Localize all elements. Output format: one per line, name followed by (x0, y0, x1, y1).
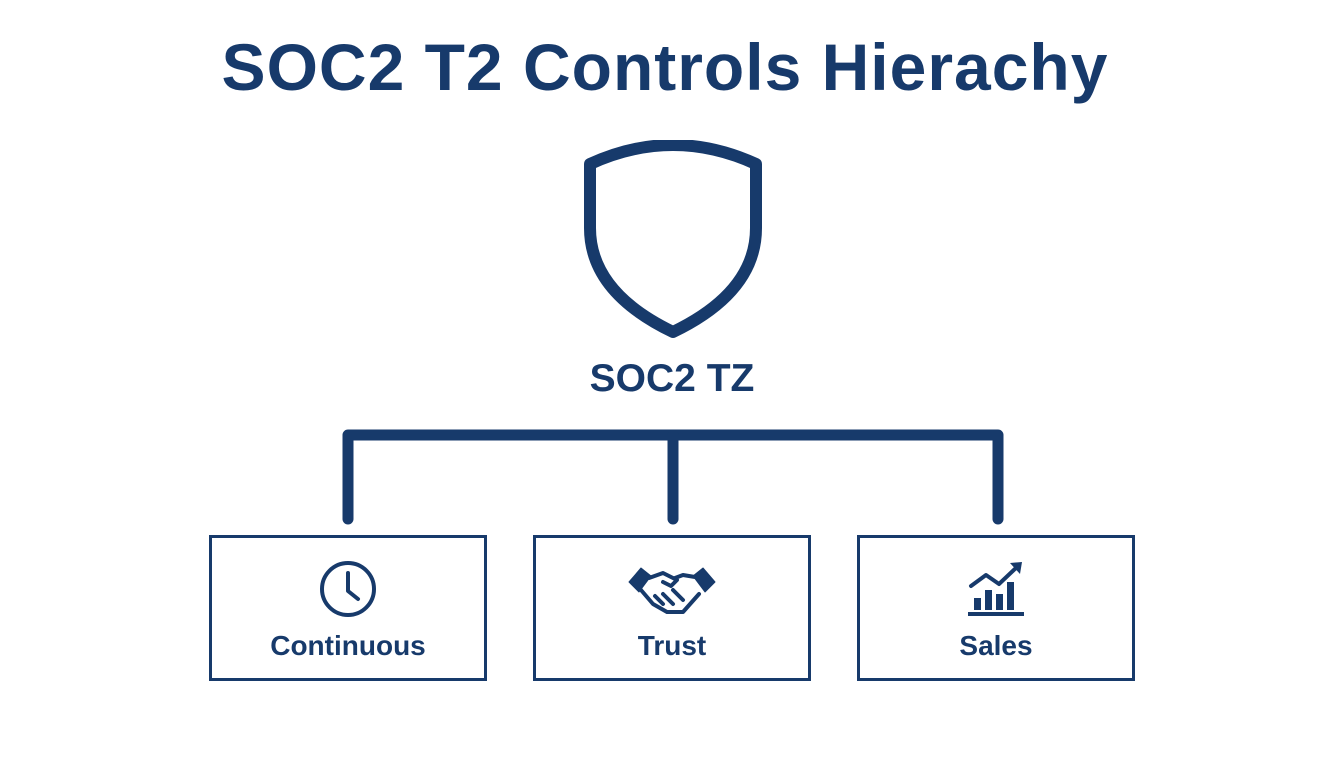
root-node-label: SOC2 TZ (589, 357, 755, 400)
child-node-label: Continuous (270, 630, 426, 661)
child-node-label: Sales (959, 630, 1033, 661)
child-node-trust: Trust (533, 535, 811, 681)
child-node-continuous: Continuous (209, 535, 487, 681)
page-title: SOC2 T2 Controls Hierachy (221, 30, 1109, 104)
child-node-sales: Sales (857, 535, 1135, 681)
growth-chart-icon (968, 562, 1024, 616)
handshake-icon (628, 567, 716, 614)
shield-icon (584, 140, 762, 338)
clock-icon (320, 561, 376, 617)
child-node-label: Trust (637, 630, 707, 661)
connector-trunk (342, 429, 1004, 525)
